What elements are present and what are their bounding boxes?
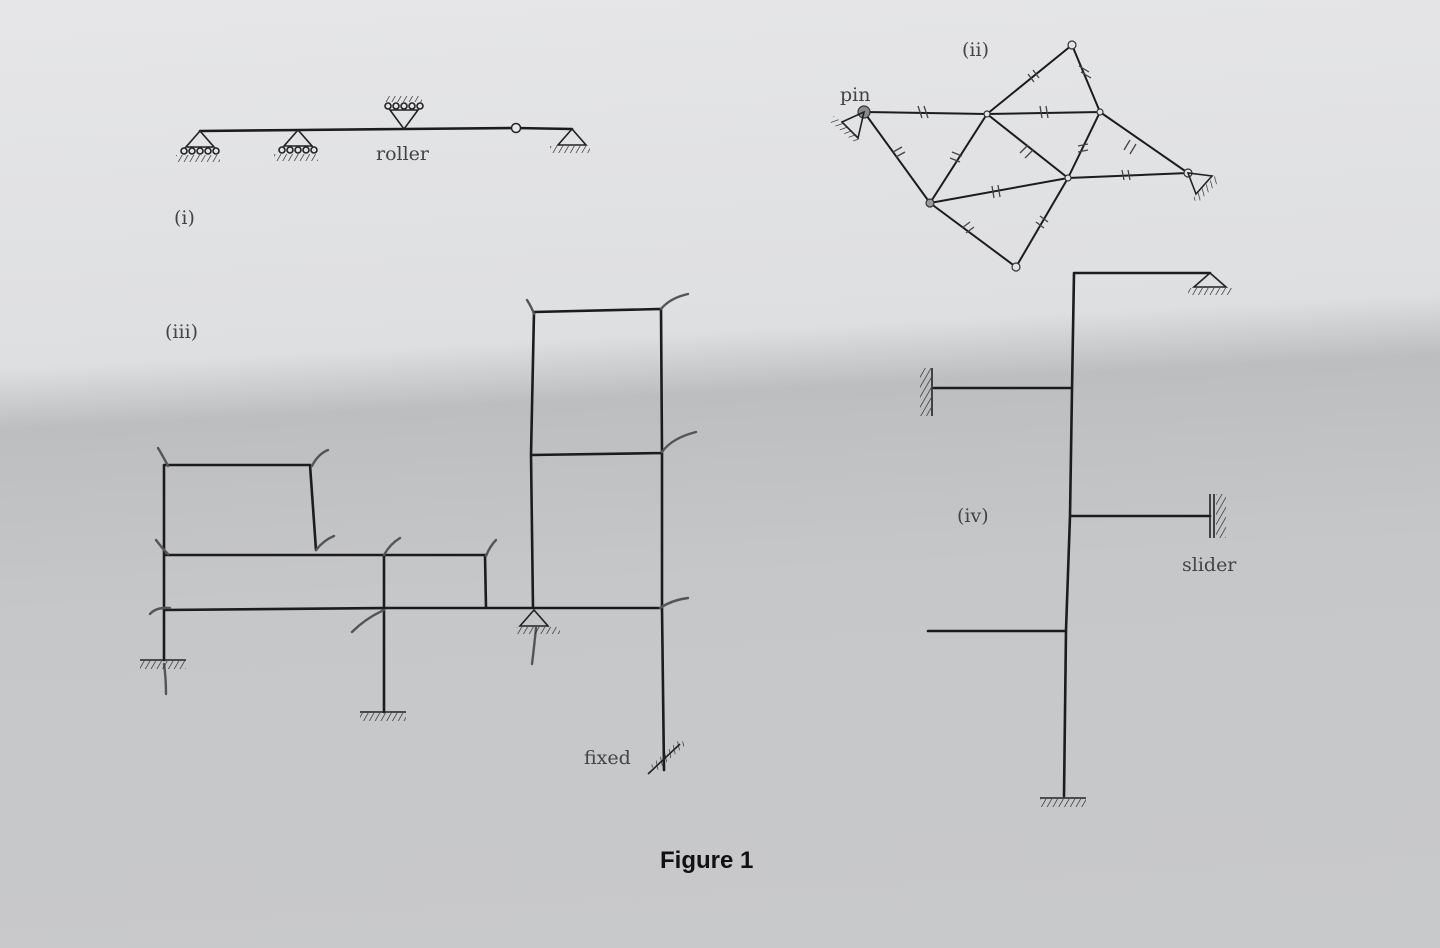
figure-caption: Figure 1 [660, 847, 753, 874]
pin-roller-support-2 [274, 128, 318, 161]
truss-pin-support-left [829, 105, 871, 143]
frame-structure-iii: (iii) fixed [140, 292, 698, 775]
part-ii-label: (ii) [962, 39, 989, 61]
fixed-wall-left [920, 368, 933, 416]
fixed-support-middle [360, 711, 406, 721]
slider-support [1209, 494, 1226, 538]
fixed-support-base [1040, 797, 1086, 807]
part-iv-label: (iv) [957, 505, 989, 527]
fixed-support-bottom [647, 738, 686, 775]
pin-support-frame [516, 608, 560, 634]
pin-support-top [1188, 271, 1232, 295]
part-i-label: (i) [174, 207, 195, 229]
truss-structure-ii: (ii) pin [829, 39, 1221, 272]
member-marks [892, 65, 1137, 234]
truss-pin-support-right [1186, 172, 1221, 204]
beam-structure-i: roller (i) [174, 96, 590, 229]
pin-label: pin [840, 84, 870, 106]
pin-roller-support-1 [176, 129, 220, 162]
joint-ticks [148, 292, 698, 696]
inverted-roller-support [384, 96, 424, 131]
fixed-label: fixed [584, 747, 631, 769]
roller-label: roller [376, 143, 430, 165]
internal-hinge [510, 122, 522, 134]
pin-support-right [550, 127, 590, 153]
frame-structure-iv: (iv) slider [920, 271, 1237, 807]
fixed-support-left [140, 659, 186, 669]
part-iii-label: (iii) [165, 321, 198, 343]
slider-label: slider [1182, 554, 1237, 576]
